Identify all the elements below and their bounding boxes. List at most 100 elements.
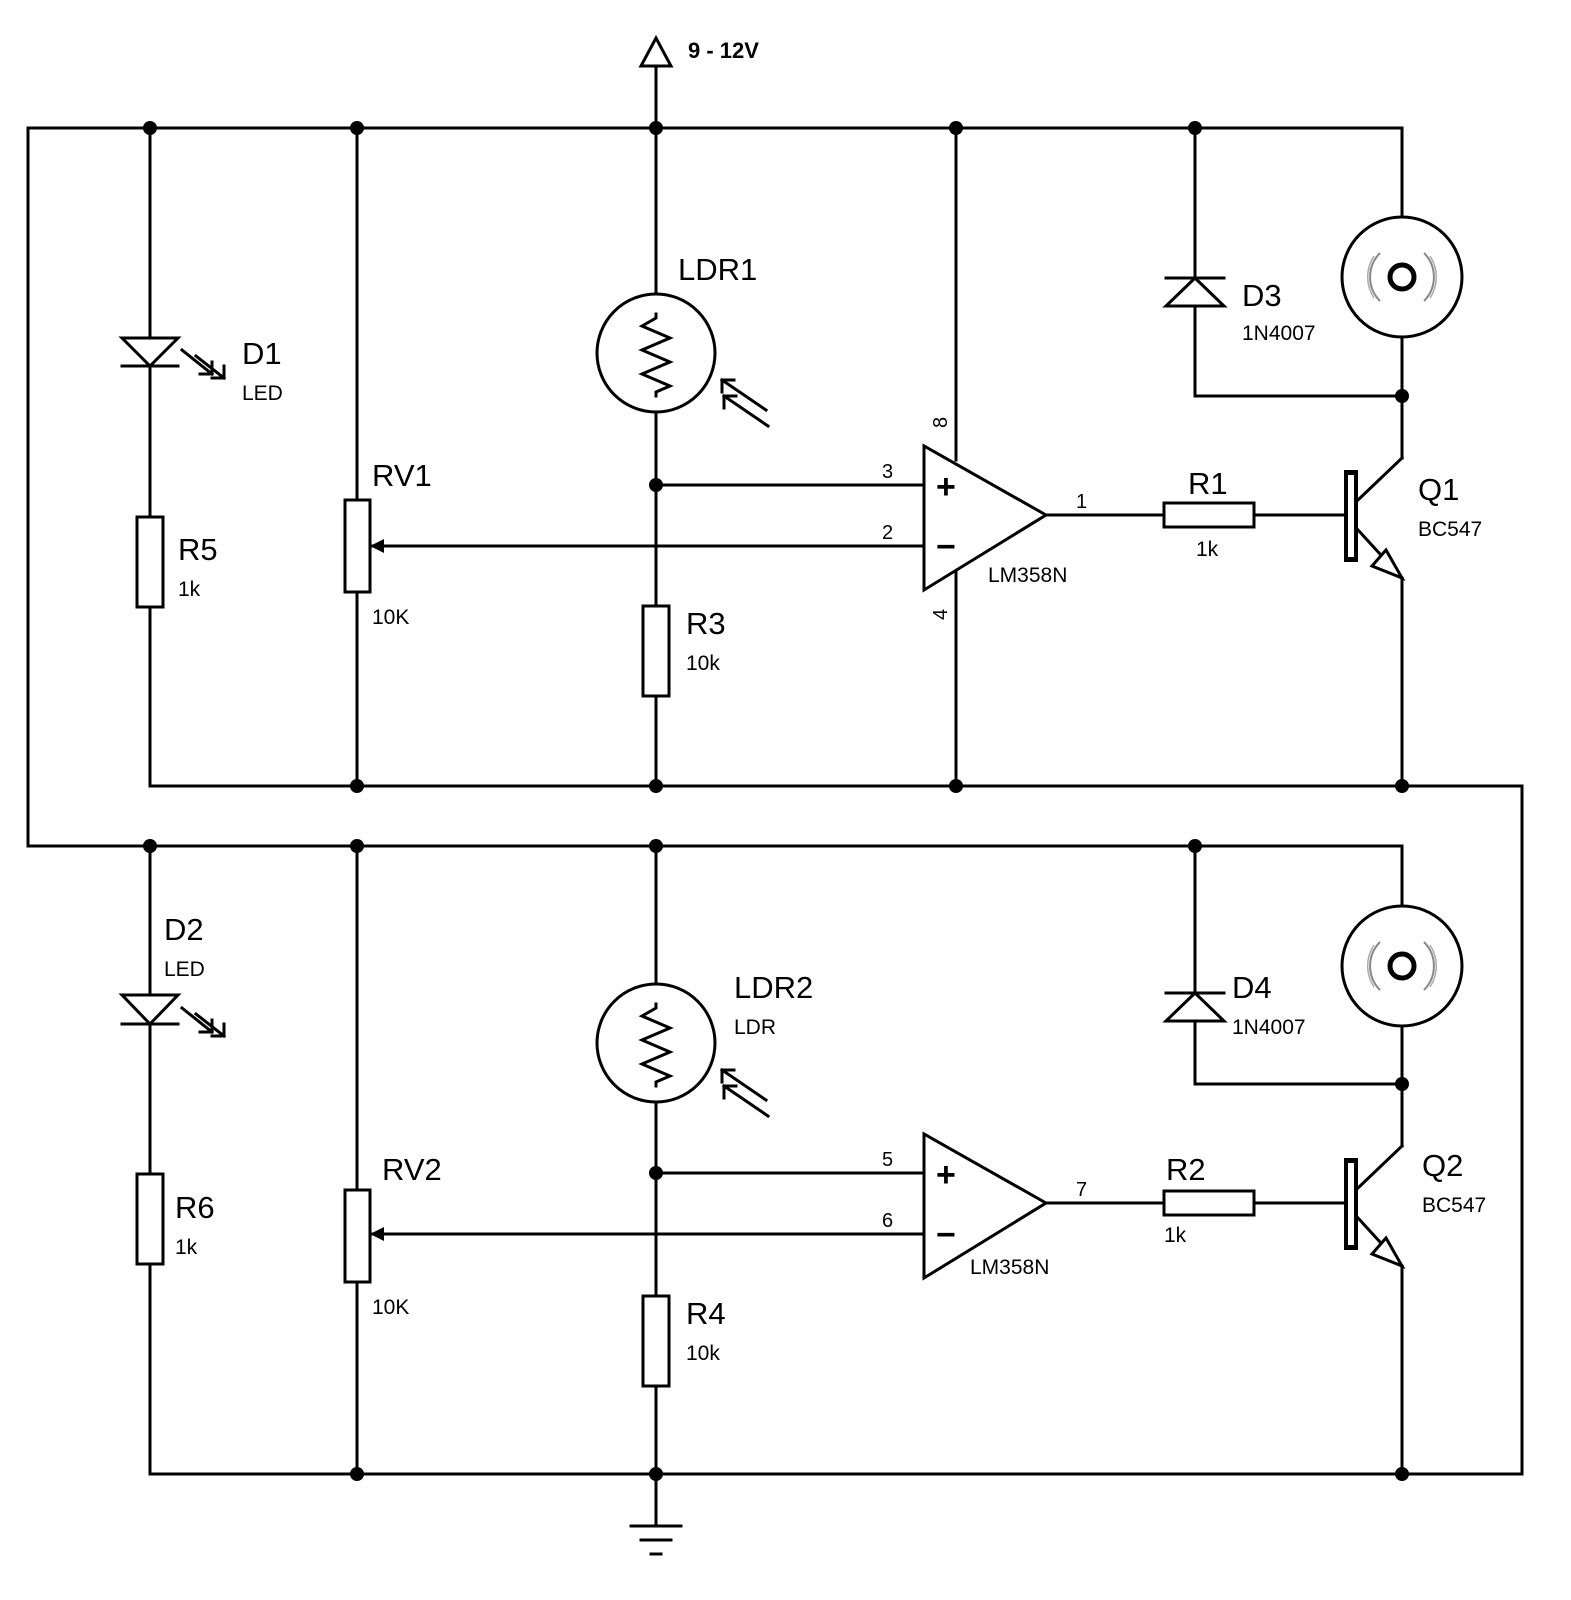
diode-icon [1162, 990, 1228, 1023]
led-icon [118, 993, 182, 1027]
junction-dot [350, 839, 364, 853]
pin-number: 7 [1076, 1179, 1087, 1201]
junction-dot [1395, 1077, 1409, 1091]
minus-sign: − [936, 528, 956, 566]
top-potentiometer-rv1: RV1 10K [343, 458, 432, 629]
wiper-arrow-icon [370, 1227, 384, 1241]
component-ref: Q1 [1418, 472, 1459, 507]
component-ref: R2 [1166, 1152, 1206, 1187]
wires [26, 64, 1524, 1528]
junction-dot [949, 779, 963, 793]
component-value: LED [242, 382, 283, 405]
component-value: 1N4007 [1232, 1016, 1306, 1039]
top-motor [1340, 215, 1464, 339]
top-resistor-r3: R3 10k [641, 604, 726, 698]
motor-icon [1340, 904, 1464, 1028]
opamp-part: LM358N [988, 564, 1067, 587]
bottom-motor [1340, 904, 1464, 1028]
junction-dot [949, 121, 963, 135]
junction-dot [649, 779, 663, 793]
light-arrow-icon [719, 377, 769, 413]
component-ref: D3 [1242, 278, 1282, 313]
junction-dot [1395, 1467, 1409, 1481]
component-value: 1N4007 [1242, 322, 1316, 345]
pin-number: 5 [882, 1149, 893, 1171]
bottom-ldr2: LDR2 LDR [595, 970, 813, 1119]
junction-dot [350, 779, 364, 793]
junction-dot [649, 478, 663, 492]
bottom-diode-d4: D4 1N4007 [1162, 970, 1306, 1039]
component-ref: RV1 [372, 458, 432, 493]
junction-dot [649, 121, 663, 135]
component-value: BC547 [1418, 518, 1482, 541]
pin-number: 6 [882, 1210, 893, 1232]
resistor-icon [641, 1294, 671, 1388]
junction-dot [649, 839, 663, 853]
top-diode-d3: D3 1N4007 [1162, 275, 1316, 345]
junction-dot [350, 121, 364, 135]
plus-sign: + [936, 468, 956, 506]
junction-dot [1188, 839, 1202, 853]
potentiometer-icon [343, 498, 372, 594]
component-value: 1k [178, 578, 201, 601]
supply-symbol: 9 - 12V [638, 34, 759, 68]
ldr-icon [595, 982, 717, 1104]
component-value: 10k [686, 1342, 720, 1365]
junction-dot [649, 1467, 663, 1481]
component-ref: D2 [164, 912, 204, 947]
ldr-icon [595, 292, 717, 414]
component-ref: LDR1 [678, 252, 757, 287]
component-ref: LDR2 [734, 970, 813, 1005]
resistor-icon [135, 1172, 165, 1266]
pin-number: 1 [1076, 491, 1087, 513]
top-resistor-r5: R5 1k [135, 515, 218, 609]
diode-icon [1162, 275, 1228, 308]
component-value: LDR [734, 1016, 776, 1039]
pin-number: 3 [882, 461, 893, 483]
junctions [143, 121, 1409, 1481]
opamp-icon [922, 1131, 1049, 1281]
junction-dot [1395, 389, 1409, 403]
component-ref: R5 [178, 532, 218, 567]
component-value: 10K [372, 606, 409, 629]
junction-dot [350, 1467, 364, 1481]
component-ref: R3 [686, 606, 726, 641]
component-ref: RV2 [382, 1152, 442, 1187]
pin-number: 8 [930, 417, 952, 428]
component-ref: R1 [1188, 466, 1228, 501]
motor-icon [1340, 215, 1464, 339]
bottom-resistor-r6: R6 1k [135, 1172, 215, 1266]
resistor-icon [1162, 1189, 1256, 1217]
component-ref: R6 [175, 1190, 215, 1225]
bottom-resistor-r4: R4 10k [641, 1294, 726, 1388]
pin-number: 4 [930, 609, 952, 620]
component-value: 10K [372, 1296, 409, 1319]
resistor-icon [641, 604, 671, 698]
top-led-d1: D1 LED [118, 336, 283, 405]
junction-dot [1188, 121, 1202, 135]
bottom-opamp: + − 5 6 7 LM358N [882, 1131, 1087, 1281]
wiper-arrow-icon [370, 539, 384, 553]
pin-number: 2 [882, 522, 893, 544]
resistor-icon [135, 515, 165, 609]
supply-label: 9 - 12V [688, 38, 759, 63]
opamp-part: LM358N [970, 1256, 1049, 1279]
component-ref: D1 [242, 336, 282, 371]
component-ref: R4 [686, 1296, 726, 1331]
component-value: 1k [1196, 538, 1219, 561]
component-value: 10k [686, 652, 720, 675]
component-value: 1k [1164, 1224, 1187, 1247]
component-ref: D4 [1232, 970, 1272, 1005]
component-value: 1k [175, 1236, 198, 1259]
top-resistor-r1: R1 1k [1162, 466, 1256, 561]
bottom-transistor-q2: Q2 BC547 [1344, 1143, 1486, 1269]
potentiometer-icon [343, 1188, 372, 1284]
junction-dot [1395, 779, 1409, 793]
component-value: LED [164, 958, 205, 981]
bottom-resistor-r2: R2 1k [1162, 1152, 1256, 1247]
ground-symbol [629, 1524, 683, 1556]
component-ref: Q2 [1422, 1148, 1463, 1183]
bottom-potentiometer-rv2: RV2 10K [343, 1152, 442, 1319]
led-icon [118, 336, 182, 369]
